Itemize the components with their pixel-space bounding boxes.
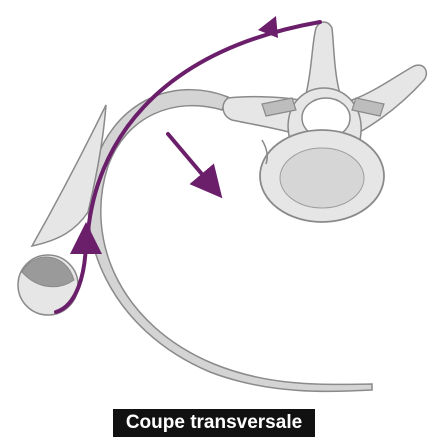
caption-label: Coupe transversale	[113, 409, 315, 437]
downward-motion-arrow	[168, 134, 212, 186]
spinous-process	[306, 22, 340, 94]
right-transverse-process	[352, 65, 426, 132]
vertebra	[223, 22, 426, 222]
vertebral-body-core	[280, 148, 364, 208]
